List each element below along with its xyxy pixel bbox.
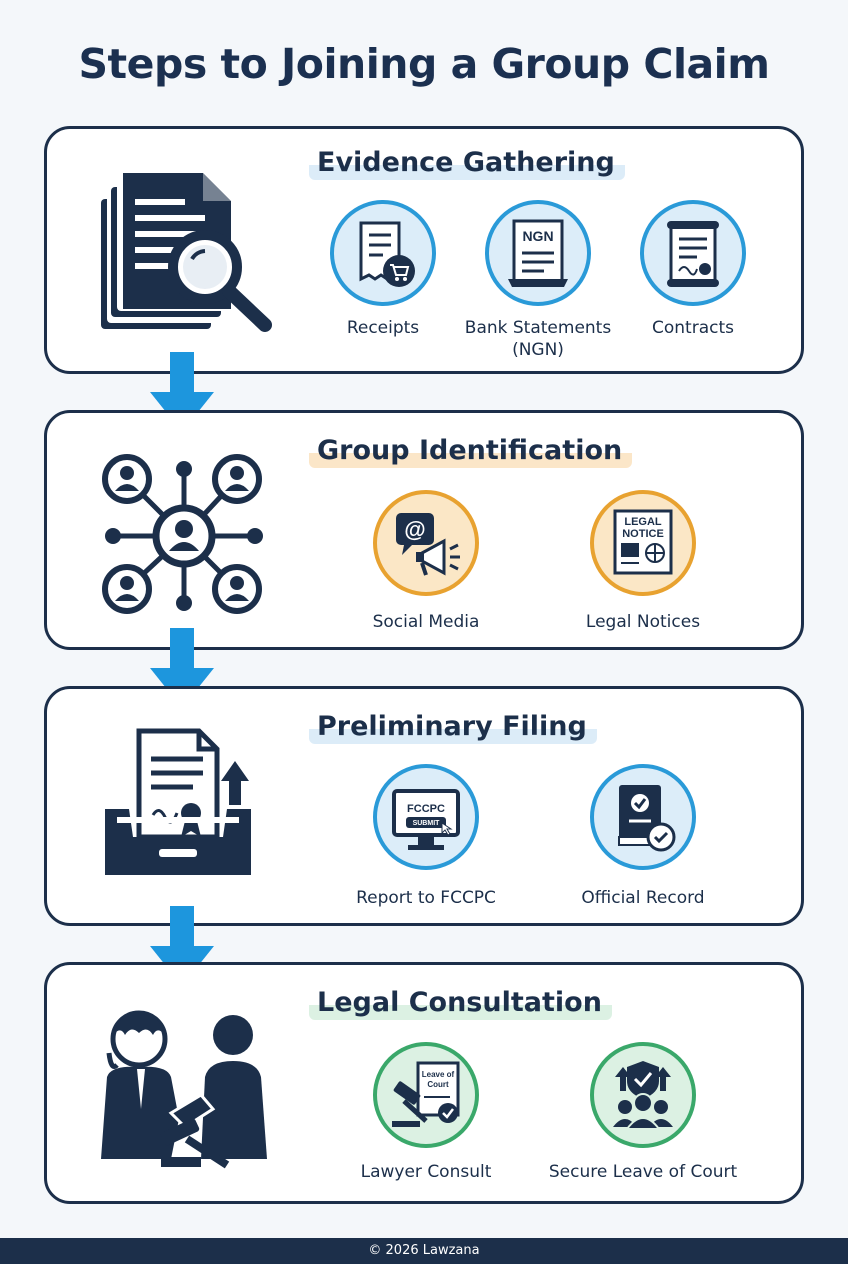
bank-statement-icon: NGN [485, 200, 591, 306]
item-label: Report to FCCPC [356, 888, 496, 908]
item-label: Receipts [346, 318, 420, 338]
fccpc-text: FCCPC [407, 803, 445, 815]
step-card-group-identification: Group Identification [44, 410, 804, 650]
step-title: Preliminary Filing [309, 711, 597, 744]
lawyer-consult-badge: Leave of Court [372, 1041, 480, 1149]
step-title: Evidence Gathering [309, 147, 625, 180]
people-network-icon [102, 454, 263, 614]
document-magnifier-icon [101, 173, 272, 332]
record-book-check-icon [590, 764, 696, 870]
item-label: Secure Leave of Court [548, 1162, 738, 1182]
notice-text: NOTICE [622, 528, 664, 540]
step-card-evidence-gathering: Evidence Gathering Receipts [44, 126, 804, 374]
step-card-preliminary-filing: Preliminary Filing FCCPC SUBMIT Report t… [44, 686, 804, 926]
report-fccpc-badge: FCCPC SUBMIT [372, 763, 480, 871]
legal-notice-newspaper-icon: LEGAL NOTICE [590, 490, 696, 596]
monitor-submit-icon: FCCPC SUBMIT [373, 764, 479, 870]
contract-scroll-icon [640, 200, 746, 306]
item-label: Bank Statements (NGN) [464, 318, 612, 360]
filing-tray-icon [105, 728, 251, 875]
item-label: Contracts [652, 318, 734, 338]
court-text: Court [427, 1080, 449, 1089]
receipt-cart-icon [330, 200, 436, 306]
leave-of-text: Leave of [422, 1070, 455, 1079]
step-title: Legal Consultation [309, 987, 612, 1020]
item-label: Legal Notices [585, 612, 701, 632]
submit-text: SUBMIT [413, 820, 441, 827]
legal-notices-badge: LEGAL NOTICE [589, 489, 697, 597]
item-label: Official Record [581, 888, 705, 908]
step-card-legal-consultation: Legal Consultation Leave of Court Lawyer… [44, 962, 804, 1204]
footer-copyright: © 2026 Lawzana [0, 1238, 848, 1264]
lawyer-handshake-icon [101, 1010, 267, 1169]
receipts-badge [329, 199, 437, 307]
official-record-badge [589, 763, 697, 871]
shield-group-icon [590, 1042, 696, 1148]
ngn-text: NGN [522, 228, 553, 244]
social-megaphone-icon: @ [373, 490, 479, 596]
secure-leave-badge [589, 1041, 697, 1149]
item-label: Social Media [372, 612, 480, 632]
page-title: Steps to Joining a Group Claim [78, 40, 770, 88]
step-title: Group Identification [309, 435, 633, 468]
item-label: Lawyer Consult [360, 1162, 492, 1182]
gavel-document-icon: Leave of Court [373, 1042, 479, 1148]
bank-statements-badge: NGN [484, 199, 592, 307]
social-media-badge: @ [372, 489, 480, 597]
legal-text: LEGAL [624, 516, 662, 528]
at-sign-text: @ [404, 517, 425, 542]
contracts-badge [639, 199, 747, 307]
